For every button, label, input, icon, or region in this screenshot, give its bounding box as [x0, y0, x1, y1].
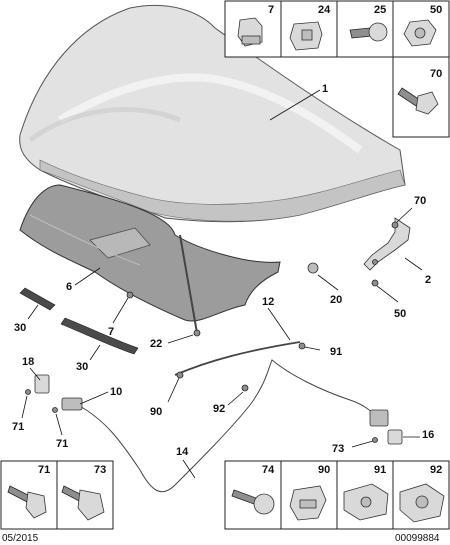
- kit-label-74: 74: [262, 464, 275, 476]
- callout-30a: 30: [14, 322, 26, 334]
- clip-92: [241, 384, 249, 392]
- screw-71b: [52, 407, 58, 413]
- rubber-stop: [307, 262, 319, 274]
- kit-label-90: 90: [318, 464, 330, 476]
- callout-73: 73: [332, 443, 344, 455]
- callout-92: 92: [213, 403, 225, 415]
- seal-strips: [19, 287, 139, 355]
- callout-10: 10: [110, 386, 122, 398]
- fastener-kit-top: 7 24 25 50 70: [224, 0, 450, 138]
- kit-label-92: 92: [430, 464, 442, 476]
- release-handle: [61, 397, 83, 411]
- kit-label-71: 71: [38, 464, 50, 476]
- callout-1: 1: [322, 83, 328, 95]
- callout-18: 18: [22, 356, 34, 368]
- date-code: 05/2015: [2, 533, 39, 544]
- callout-90: 90: [150, 406, 162, 418]
- nut-50: [371, 279, 379, 287]
- kit-label-7: 7: [268, 4, 274, 16]
- callout-71a: 71: [12, 421, 24, 433]
- kit-label-73: 73: [94, 464, 106, 476]
- callout-12: 12: [262, 296, 274, 308]
- hood-stay-rod: [179, 234, 198, 334]
- callout-71b: 71: [56, 438, 68, 450]
- fastener-kit-bottom-left: 71 73: [0, 460, 114, 530]
- kit-label-70: 70: [430, 68, 442, 80]
- clip-91: [298, 342, 306, 350]
- callout-6: 6: [66, 281, 72, 293]
- callout-22: 22: [150, 338, 162, 350]
- callout-2: 2: [425, 274, 431, 286]
- kit-label-25: 25: [374, 4, 386, 16]
- lever-cable: [174, 341, 301, 376]
- callout-30b: 30: [76, 361, 88, 373]
- clip-7: [126, 291, 134, 299]
- screw-71a: [25, 389, 31, 395]
- clip-22: [193, 329, 201, 337]
- callout-91: 91: [330, 346, 342, 358]
- kit-label-24: 24: [318, 4, 331, 16]
- insulation-panel: [19, 184, 281, 322]
- callout-70: 70: [414, 195, 426, 207]
- hood-latch: [369, 409, 403, 445]
- callout-7: 7: [108, 326, 114, 338]
- clip-90: [176, 371, 184, 379]
- hood-panel: [19, 4, 406, 223]
- safety-catch: [34, 374, 50, 394]
- kit-label-91: 91: [374, 464, 386, 476]
- callout-20: 20: [330, 294, 342, 306]
- reference-number: 00099884: [395, 533, 440, 544]
- screw-73: [372, 437, 378, 443]
- callout-50: 50: [394, 308, 406, 320]
- callout-16: 16: [422, 429, 434, 441]
- leader-lines: [21, 89, 423, 479]
- kit-label-50: 50: [430, 4, 442, 16]
- callouts: 1 2 6 7 12 14 10 18 20 22 30 30 50 70 71…: [12, 83, 434, 458]
- fastener-kit-bottom-right: 74 90 91 92: [224, 460, 450, 530]
- hood-hinge: [363, 217, 411, 271]
- callout-14: 14: [176, 446, 189, 458]
- release-cable: [77, 359, 379, 493]
